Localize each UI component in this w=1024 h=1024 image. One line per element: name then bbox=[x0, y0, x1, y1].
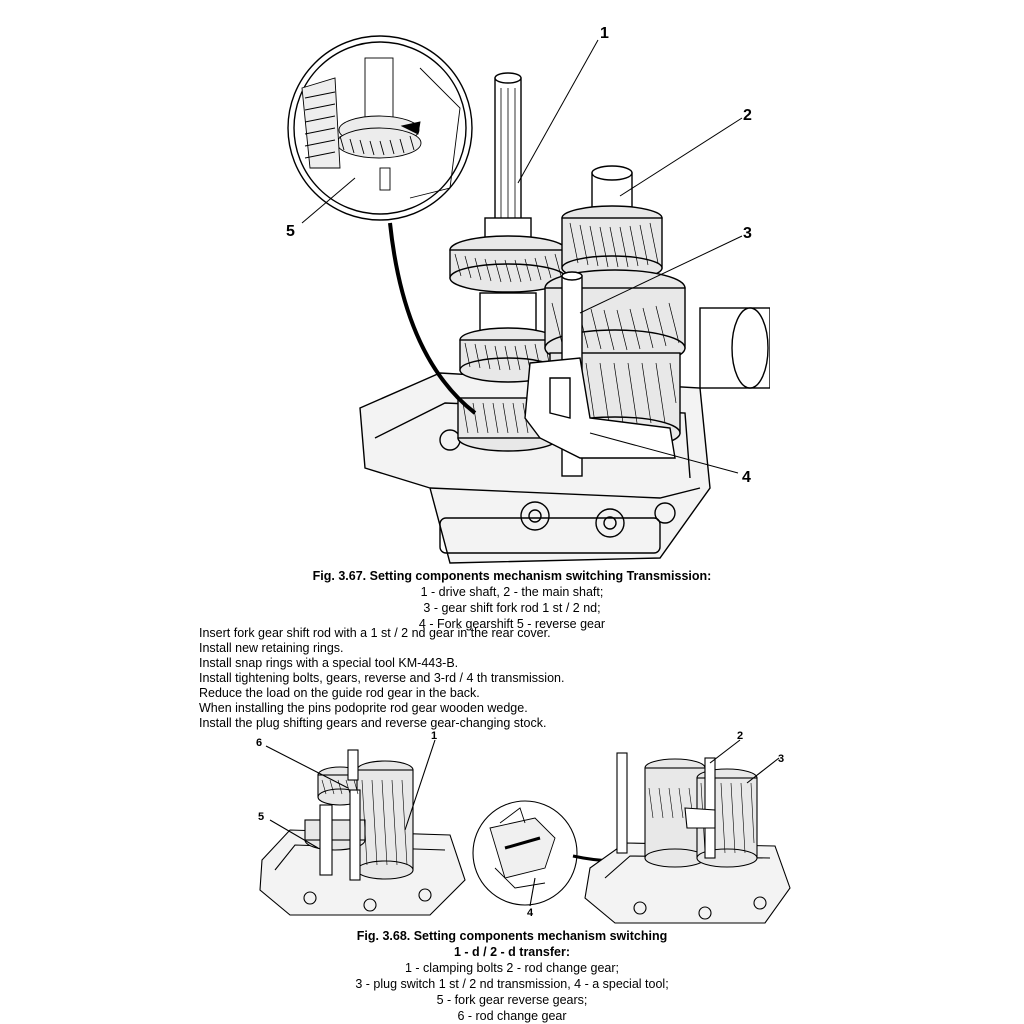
figure-3-67-caption: Fig. 3.67. Setting components mechanism … bbox=[0, 568, 1024, 632]
caption-line: 5 - fork gear reverse gears; bbox=[436, 993, 588, 1007]
caption-title: Fig. 3.68. Setting components mechanism … bbox=[356, 929, 668, 943]
caption-line: 3 - plug switch 1 st / 2 nd transmission… bbox=[355, 977, 669, 991]
caption-line: 6 - rod change gear bbox=[457, 1009, 567, 1023]
callout-2: 2 bbox=[737, 730, 743, 742]
callout-5: 5 bbox=[258, 811, 264, 823]
figure-3-67-illustration: 1 2 3 4 5 bbox=[286, 25, 770, 564]
instruction-line: Install new retaining rings. bbox=[199, 641, 344, 655]
instruction-list: Insert fork gear shift rod with a 1 st /… bbox=[199, 626, 564, 731]
callout-1: 1 bbox=[431, 730, 437, 742]
instruction-line: Insert fork gear shift rod with a 1 st /… bbox=[199, 626, 551, 640]
figure-3-68-right-illustration: 2 3 4 bbox=[472, 730, 791, 924]
instruction-line: Install tightening bolts, gears, reverse… bbox=[199, 671, 565, 685]
caption-line: 4 - Fork gearshift 5 - reverse gear bbox=[418, 617, 606, 631]
caption-line: 1 - drive shaft, 2 - the main shaft; bbox=[420, 585, 604, 599]
callout-2: 2 bbox=[743, 107, 752, 124]
caption-line: 1 - clamping bolts 2 - rod change gear; bbox=[404, 961, 619, 975]
callout-3: 3 bbox=[743, 225, 752, 242]
instruction-line: Install the plug shifting gears and reve… bbox=[199, 716, 547, 730]
callout-1: 1 bbox=[600, 25, 609, 42]
caption-title: Fig. 3.67. Setting components mechanism … bbox=[312, 569, 712, 583]
instruction-line: Reduce the load on the guide rod gear in… bbox=[199, 686, 480, 700]
instruction-line: Install snap rings with a special tool K… bbox=[199, 656, 459, 670]
callout-4: 4 bbox=[742, 469, 751, 486]
caption-subtitle: 1 - d / 2 - d transfer: bbox=[454, 945, 570, 959]
callout-3: 3 bbox=[778, 753, 784, 765]
callout-4: 4 bbox=[527, 907, 534, 919]
caption-line: 3 - gear shift fork rod 1 st / 2 nd; bbox=[423, 601, 601, 615]
instruction-line: When installing the pins podoprite rod g… bbox=[199, 701, 528, 715]
figure-3-68-caption: Fig. 3.68. Setting components mechanism … bbox=[0, 928, 1024, 1024]
figure-3-68-left-illustration: 6 1 5 bbox=[256, 730, 466, 916]
callout-5: 5 bbox=[286, 223, 295, 240]
callout-6: 6 bbox=[256, 737, 262, 749]
